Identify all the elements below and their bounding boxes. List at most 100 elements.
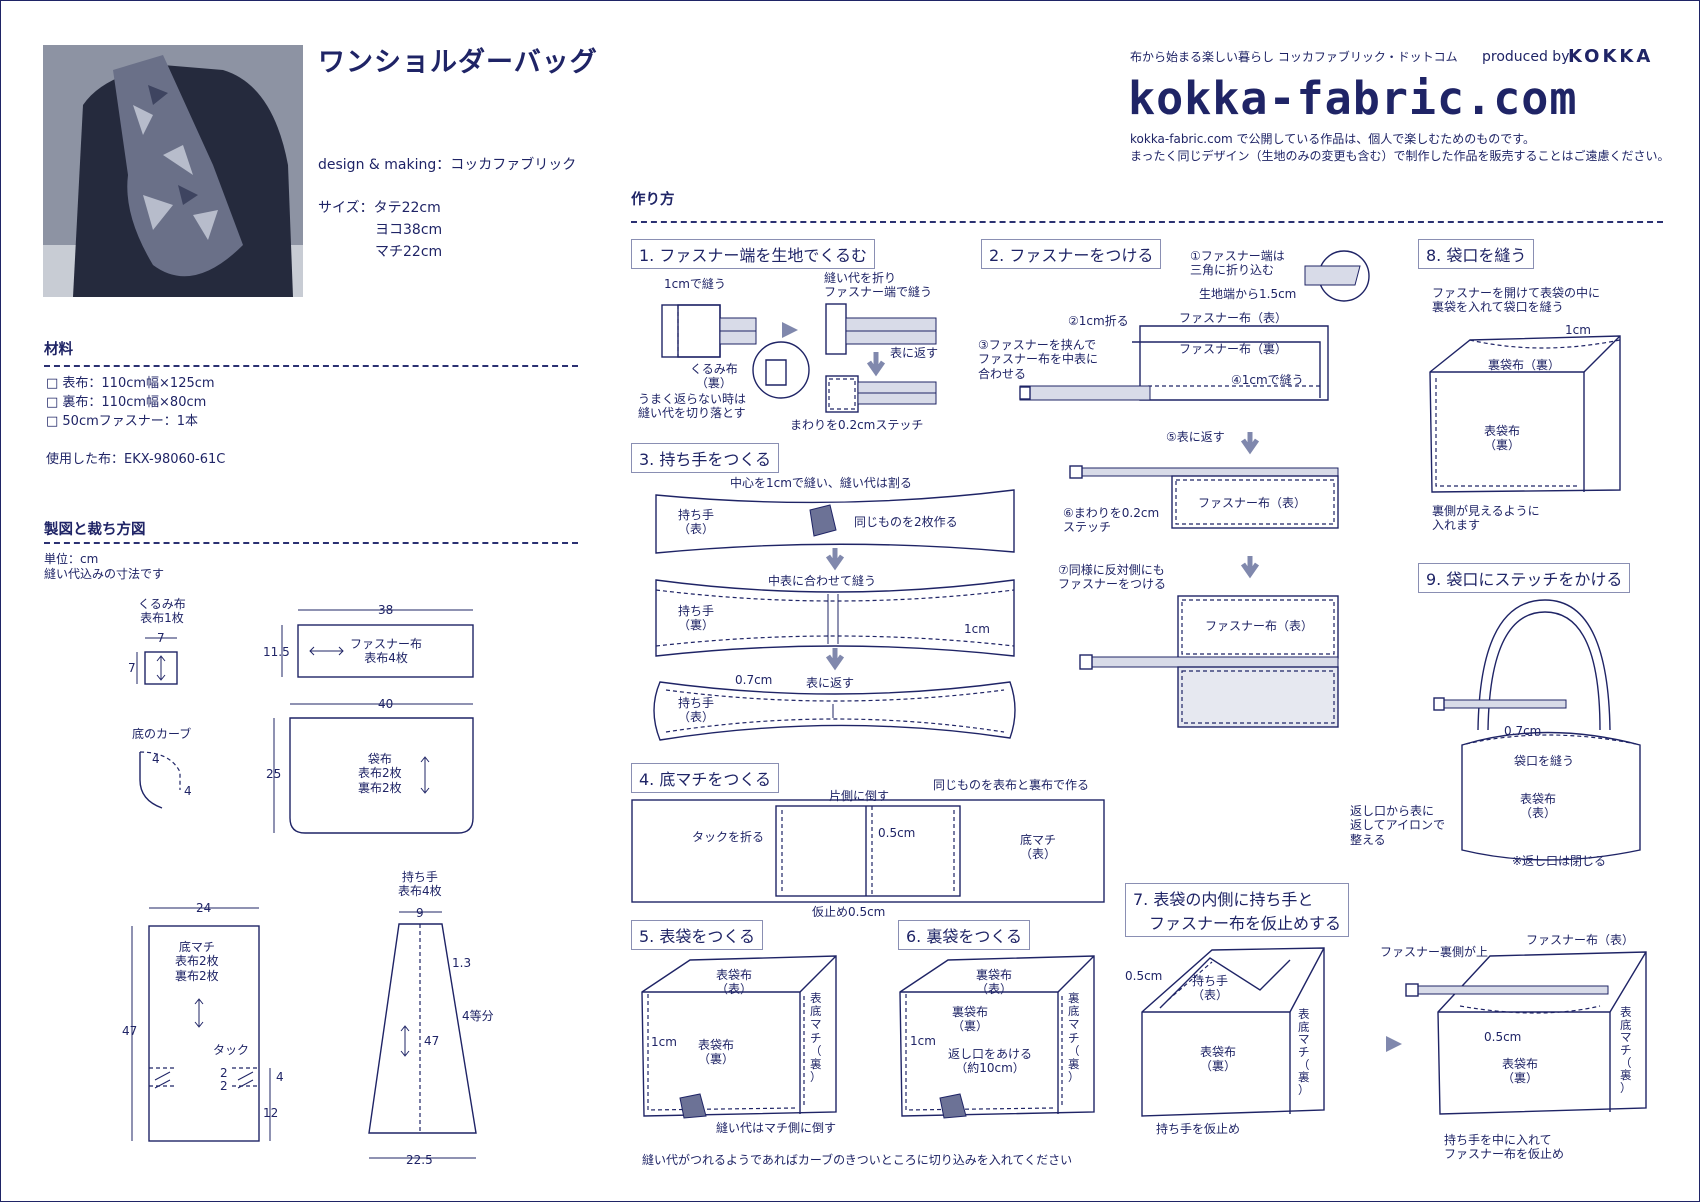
- s4-e: 底マチ （表）: [1020, 833, 1057, 862]
- s7-b: 持ち手 （表）: [1192, 974, 1229, 1003]
- brand-name: KOKKA: [1568, 46, 1654, 67]
- step-1-title: 1. ファスナー端を生地でくるむ: [631, 239, 876, 269]
- step-2-title: 2. ファスナーをつける: [981, 239, 1162, 269]
- s6-b: 裏袋布 （裏）: [952, 1005, 989, 1034]
- seam-note: 縫い代込みの寸法です: [44, 567, 165, 581]
- s8-b: 1cm: [1565, 323, 1591, 337]
- curve-b: 4: [184, 784, 192, 798]
- s7-i: 表袋布 （裏）: [1502, 1057, 1539, 1086]
- handle-top: 9: [416, 906, 424, 920]
- s3-e: 持ち手 （裏）: [678, 604, 715, 633]
- s3-c: 同じものを2枚作る: [854, 515, 958, 529]
- s7-j: 表 底 マ チ （ 裏 ）: [1620, 1005, 1632, 1095]
- bag-piece-label: 袋布 表布2枚 裏布2枚: [358, 752, 402, 795]
- s5-c: 表袋布 （裏）: [698, 1038, 735, 1067]
- s2-f: ③ファスナーを挟んで ファスナー布を中表に 合わせる: [978, 338, 1099, 381]
- s4-f: 仮止め0.5cm: [812, 905, 886, 919]
- size-gusset: マチ22cm: [375, 244, 443, 260]
- handle-piece-label: 持ち手 表布4枚: [398, 870, 442, 899]
- curve-label: 底のカーブ: [132, 727, 192, 741]
- material-item-zipper: □ 50cmファスナー：1本: [46, 414, 199, 429]
- handle-side: 1.3: [452, 956, 472, 970]
- s1-e: うまく返らない時は 縫い代を切り落とす: [638, 392, 747, 421]
- fastener-height: 11.5: [263, 645, 290, 659]
- s3-b: 持ち手 （表）: [678, 508, 715, 537]
- unit-note: 単位：cm: [44, 552, 99, 566]
- s1-c: 表に返す: [890, 346, 939, 360]
- s2-a: ①ファスナー端は 三角に折り込む: [1190, 249, 1285, 278]
- kurumi-width: 7: [157, 631, 165, 645]
- s3-d: 中表に合わせて縫う: [768, 574, 877, 588]
- s7-c: 表袋布 （裏）: [1200, 1045, 1237, 1074]
- s2-d: ファスナー布（表）: [1179, 311, 1288, 325]
- handle-division: 4等分: [462, 1009, 494, 1023]
- s3-a: 中心を1cmで縫い、縫い代は割る: [730, 476, 912, 490]
- fastener-width: 38: [378, 603, 394, 617]
- materials-heading: 材料: [44, 342, 73, 358]
- photo-illustration: [43, 45, 303, 297]
- s2-h: ⑤表に返す: [1166, 430, 1225, 444]
- fastener-piece-label: ファスナー布 表布4枚: [350, 637, 423, 666]
- bag-width: 40: [378, 697, 394, 711]
- s3-h: 表に返す: [806, 676, 855, 690]
- tuck-b: 2: [220, 1079, 228, 1093]
- step-5-title: 5. 表袋をつくる: [631, 920, 764, 950]
- design-credit: design & making：コッカファブリック: [318, 157, 577, 173]
- s7-f: ファスナー裏側が上: [1380, 945, 1489, 959]
- site-tagline: 布から始まる楽しい暮らし コッカファブリック・ドットコム: [1130, 50, 1458, 64]
- s7-a: 0.5cm: [1125, 969, 1163, 983]
- kurumi-height: 7: [128, 661, 136, 675]
- s3-g: 0.7cm: [735, 673, 773, 687]
- s7-e: 持ち手を仮止め: [1156, 1122, 1241, 1136]
- gusset-width: 24: [196, 901, 212, 915]
- tuck-d: 12: [263, 1106, 279, 1120]
- s5-b: 1cm: [651, 1035, 677, 1049]
- handle-length: 47: [424, 1034, 440, 1048]
- bag-height: 25: [266, 767, 282, 781]
- s1-d: くるみ布 （裏）: [690, 362, 738, 391]
- pattern-heading: 製図と裁ち方図: [44, 522, 146, 538]
- kurumi-label: くるみ布 表布1枚: [138, 597, 186, 626]
- s6-c: 1cm: [910, 1034, 936, 1048]
- s4-a: 片側に倒す: [829, 789, 890, 803]
- s2-g: ④1cmで縫う: [1231, 373, 1304, 387]
- s3-i: 持ち手 （表）: [678, 696, 715, 725]
- footnote: 縫い代がつれるようであればカーブのきついところに切り込みを入れてください: [642, 1153, 1073, 1167]
- notice-line-2: まったく同じデザイン（生地のみの変更も含む）で制作した作品を販売することはご遠慮…: [1130, 149, 1670, 163]
- page-title: ワンショルダーバッグ: [318, 47, 598, 78]
- size-width: ヨコ38cm: [375, 222, 443, 238]
- s1-f: まわりを0.2cmステッチ: [790, 418, 924, 432]
- s4-d: 0.5cm: [878, 826, 916, 840]
- s9-b: 袋口を縫う: [1514, 754, 1575, 768]
- s1-b: 縫い代を折り ファスナー端で縫う: [824, 271, 933, 300]
- s2-l: ファスナー布（表）: [1205, 619, 1314, 633]
- tuck-a: 2: [220, 1066, 228, 1080]
- step-4-title: 4. 底マチをつくる: [631, 763, 780, 793]
- handle-bottom: 22.5: [406, 1153, 433, 1167]
- material-item-lining: □ 裏布：110cm幅×80cm: [46, 395, 207, 410]
- step-6-title: 6. 裏袋をつくる: [898, 920, 1031, 950]
- notice-line-1: kokka-fabric.com で公開している作品は、個人で楽しむためのもので…: [1130, 132, 1535, 146]
- step-3-title: 3. 持ち手をつくる: [631, 443, 780, 473]
- curve-a: 4: [152, 752, 160, 766]
- s2-i: ⑥まわりを0.2cm ステッチ: [1063, 506, 1160, 535]
- s1-a: 1cmで縫う: [664, 277, 726, 291]
- s2-j: ファスナー布（表）: [1198, 496, 1307, 510]
- s2-k: ⑦同様に反対側にも ファスナーをつける: [1058, 563, 1167, 592]
- size-height: サイズ：タテ22cm: [318, 200, 441, 216]
- s6-a: 裏袋布 （表）: [976, 968, 1013, 997]
- s2-c: ②1cm折る: [1068, 314, 1129, 328]
- step-8-title: 8. 袋口を縫う: [1418, 239, 1535, 269]
- step-7-title: 7. 表袋の内側に持ち手と ファスナー布を仮止めする: [1125, 883, 1350, 937]
- s8-c: 裏袋布（裏）: [1488, 358, 1561, 372]
- s2-e: ファスナー布（裏）: [1179, 342, 1288, 356]
- s3-f: 1cm: [964, 622, 990, 636]
- s6-d: 返し口をあける （約10cm）: [948, 1047, 1033, 1076]
- s7-g: ファスナー布（表）: [1526, 933, 1635, 947]
- produced-by: produced by: [1482, 49, 1570, 65]
- s5-d: 表 底 マ チ （ 裏 ）: [810, 991, 822, 1085]
- tuck-c: 4: [276, 1070, 284, 1084]
- s4-c: タックを折る: [692, 830, 765, 844]
- s5-e: 縫い代はマチ側に倒す: [716, 1121, 837, 1135]
- site-logo[interactable]: kokka-fabric.com: [1128, 72, 1578, 125]
